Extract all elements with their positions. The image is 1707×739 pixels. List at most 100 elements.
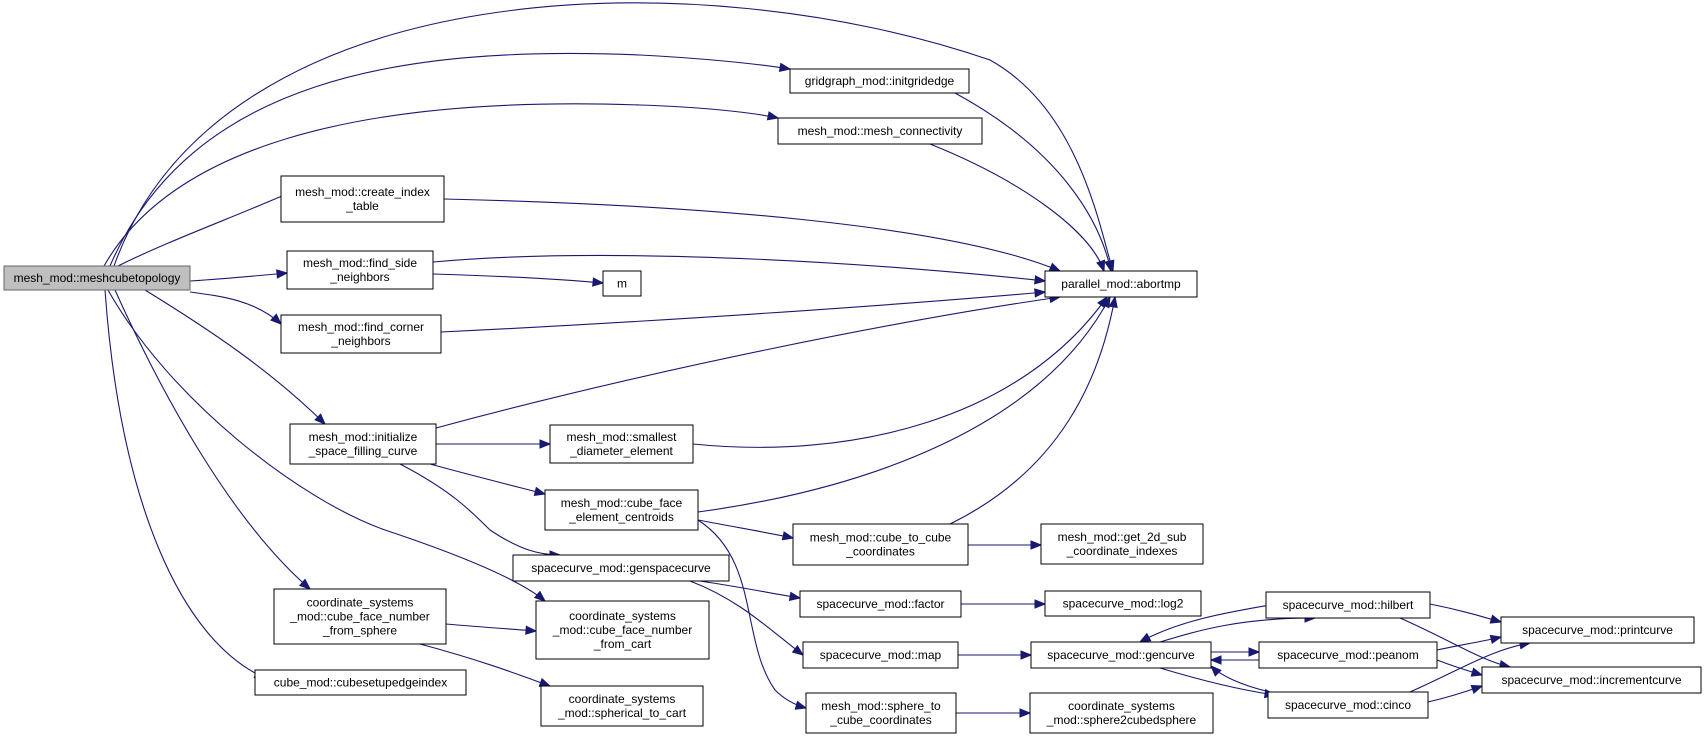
edge-peanom-to-printcurve bbox=[1436, 634, 1503, 651]
edge-arrowhead bbox=[794, 700, 808, 710]
node-box bbox=[3, 265, 191, 291]
node-box bbox=[789, 68, 970, 94]
edge-arrowhead bbox=[276, 269, 289, 279]
edge-root-to-initsfc bbox=[144, 289, 326, 425]
edge-root-to-cfncart bbox=[107, 289, 547, 602]
node-cfnsphere[interactable]: coordinate_systems_mod::cube_face_number… bbox=[273, 588, 447, 645]
edge-cubeface-to-abortmp bbox=[697, 295, 1111, 513]
node-log2[interactable]: spacecurve_mod::log2 bbox=[1044, 590, 1202, 617]
node-hilbert[interactable]: spacecurve_mod::hilbert bbox=[1265, 591, 1431, 619]
edge-cubeface-to-sph2cube bbox=[697, 519, 808, 710]
node-label-line: _mod::sphere2cubedsphere bbox=[1046, 713, 1197, 727]
node-cinco[interactable]: spacecurve_mod::cinco bbox=[1267, 691, 1429, 719]
node-cube2cube[interactable]: mesh_mod::cube_to_cube_coordinates bbox=[792, 523, 969, 566]
node-box bbox=[1044, 270, 1198, 298]
node-createidx[interactable]: mesh_mod::create_index_table bbox=[280, 175, 445, 223]
edge-line bbox=[1409, 642, 1531, 693]
edge-arrowhead bbox=[1209, 655, 1222, 665]
node-label-line: spacecurve_mod::incrementcurve bbox=[1501, 673, 1681, 687]
node-box bbox=[280, 314, 442, 354]
node-cubesetup[interactable]: cube_mod::cubesetupedgeindex bbox=[254, 669, 467, 696]
node-genspace[interactable]: spacecurve_mod::genspacecurve bbox=[512, 554, 730, 582]
node-incrcurve[interactable]: spacecurve_mod::incrementcurve bbox=[1481, 666, 1702, 694]
node-label-line: mesh_mod::find_side bbox=[303, 256, 417, 270]
edge-arrowhead bbox=[1104, 259, 1114, 273]
edge-cinco-to-gencurve bbox=[1210, 665, 1271, 693]
edge-line bbox=[1429, 603, 1502, 623]
node-label-line: spacecurve_mod::factor bbox=[816, 597, 944, 611]
edge-gencurve-to-peanom bbox=[1211, 647, 1261, 657]
node-label-line: spacecurve_mod::gencurve bbox=[1047, 648, 1195, 662]
node-gencurve[interactable]: spacecurve_mod::gencurve bbox=[1030, 641, 1212, 669]
edge-line bbox=[435, 296, 1061, 429]
edge-line bbox=[954, 92, 1112, 272]
edge-root-to-findcorner bbox=[189, 291, 282, 325]
node-cubeface[interactable]: mesh_mod::cube_face_element_centroids bbox=[544, 489, 699, 531]
node-map[interactable]: spacecurve_mod::map bbox=[802, 641, 959, 669]
node-label-line: mesh_mod::create_index bbox=[295, 185, 430, 199]
node-label-line: coordinate_systems bbox=[569, 609, 676, 623]
node-findside[interactable]: mesh_mod::find_side_neighbors bbox=[286, 250, 434, 290]
node-box bbox=[544, 489, 699, 531]
edge-line bbox=[689, 580, 804, 656]
edge-line bbox=[429, 463, 546, 495]
node-box bbox=[1030, 641, 1212, 669]
edge-root-to-createidx bbox=[117, 185, 307, 267]
node-label-line: spacecurve_mod::log2 bbox=[1063, 597, 1184, 611]
node-printcurve[interactable]: spacecurve_mod::printcurve bbox=[1500, 616, 1695, 644]
edge-cubeface-to-cube2cube bbox=[697, 519, 795, 541]
node-label-line: _neighbors bbox=[330, 334, 390, 348]
node-label-line: _from_sphere bbox=[322, 624, 397, 638]
node-sph2cubed[interactable]: coordinate_systems_mod::sphere2cubedsphe… bbox=[1029, 692, 1214, 734]
edge-line bbox=[104, 289, 266, 679]
node-box bbox=[254, 669, 467, 696]
node-initgrid[interactable]: gridgraph_mod::initgridedge bbox=[789, 68, 970, 94]
node-peanom[interactable]: spacecurve_mod::peanom bbox=[1258, 641, 1438, 669]
edge-arrowhead bbox=[766, 111, 780, 121]
node-root[interactable]: mesh_mod::meshcubetopology bbox=[3, 265, 191, 291]
node-label-line: _mod::spherical_to_cart bbox=[557, 706, 687, 720]
edge-arrowhead bbox=[1210, 665, 1222, 677]
edge-line bbox=[189, 291, 282, 325]
edge-arrowhead bbox=[1034, 599, 1047, 609]
edge-initsfc-to-cubeface bbox=[429, 463, 547, 496]
node-label-line: spacecurve_mod::hilbert bbox=[1283, 598, 1414, 612]
edge-arrowhead bbox=[270, 313, 282, 325]
edge-arrowhead bbox=[1489, 634, 1503, 645]
node-smallest[interactable]: mesh_mod::smallest_diameter_element bbox=[549, 424, 694, 464]
edge-hilbert-to-gencurve bbox=[1138, 604, 1271, 643]
node-get2d[interactable]: mesh_mod::get_2d_sub_coordinate_indexes bbox=[1040, 523, 1204, 565]
edge-initsfc-to-genspace bbox=[399, 463, 562, 560]
node-box bbox=[1029, 692, 1214, 734]
node-meshconn[interactable]: mesh_mod::mesh_connectivity bbox=[777, 117, 983, 145]
edge-map-to-gencurve bbox=[958, 650, 1033, 660]
edge-cinco-to-incrcurve bbox=[1427, 685, 1484, 703]
edge-arrowhead bbox=[1030, 540, 1043, 550]
node-box bbox=[280, 175, 445, 223]
edge-arrowhead bbox=[781, 531, 795, 541]
node-box bbox=[286, 250, 434, 290]
node-m[interactable]: m bbox=[602, 270, 642, 297]
node-label-line: mesh_mod::sphere_to bbox=[821, 699, 941, 713]
edge-arrowhead bbox=[1489, 614, 1503, 624]
node-label-line: mesh_mod::mesh_connectivity bbox=[798, 124, 963, 138]
edge-smallest-to-abortmp bbox=[692, 295, 1108, 448]
edge-arrowhead bbox=[1470, 685, 1484, 694]
edges-layer bbox=[103, 2, 1532, 718]
node-label-line: _coordinates bbox=[845, 545, 915, 559]
edge-line bbox=[419, 643, 551, 687]
node-initsfc[interactable]: mesh_mod::initialize_space_filling_curve bbox=[289, 423, 437, 465]
node-label-line: spacecurve_mod::printcurve bbox=[1522, 623, 1673, 637]
node-sph2cube[interactable]: mesh_mod::sphere_to_cube_coordinates bbox=[805, 692, 957, 734]
node-cfncart[interactable]: coordinate_systems_mod::cube_face_number… bbox=[535, 600, 710, 660]
edge-arrowhead bbox=[539, 439, 552, 449]
edge-line bbox=[697, 296, 1111, 513]
node-factor[interactable]: spacecurve_mod::factor bbox=[799, 590, 962, 618]
node-sph2cart[interactable]: coordinate_systems_mod::spherical_to_car… bbox=[540, 685, 704, 727]
node-label-line: mesh_mod::find_corner bbox=[298, 320, 424, 334]
edge-line bbox=[109, 52, 791, 267]
node-box bbox=[799, 590, 962, 618]
node-abortmp[interactable]: parallel_mod::abortmp bbox=[1044, 270, 1198, 298]
node-findcorner[interactable]: mesh_mod::find_corner_neighbors bbox=[280, 314, 442, 354]
